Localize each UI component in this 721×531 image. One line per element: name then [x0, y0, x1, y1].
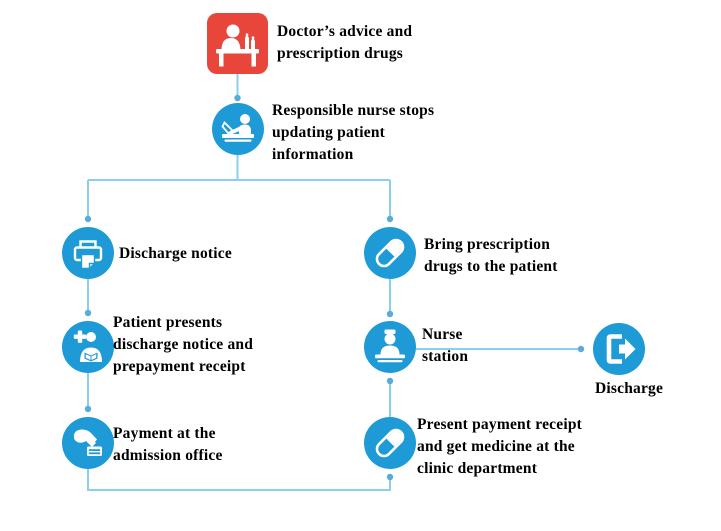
pill-icon: [375, 428, 405, 458]
pill-icon: [375, 238, 405, 268]
flow-node-bring-drugs-label: Bring prescription drugs to the patient: [424, 236, 558, 275]
printer-icon: [73, 240, 103, 270]
flow-node-payment-admission-label: Payment at the admission office: [113, 425, 223, 464]
flow-node-nurse-stops-updating: [212, 103, 264, 155]
flow-node-nurse-stops-updating-label: Responsible nurse stops updating patient…: [272, 102, 435, 163]
flow-node-nurse-station-label: Nurse station: [422, 326, 469, 365]
flow-node-discharge-label: Discharge: [595, 380, 664, 397]
flow-node-present-receipt: [364, 417, 416, 469]
patient-icon: [73, 330, 102, 362]
payment-hand-icon: [73, 429, 102, 456]
flow-node-present-receipt-label: Present payment receipt and get medicine…: [417, 416, 583, 477]
flow-node-doctor-advice-label: Doctor’s advice and prescription drugs: [277, 23, 413, 62]
nurse-station-icon: [375, 329, 405, 363]
exit-door-icon: [606, 334, 636, 364]
doctor-desk-icon: [216, 24, 259, 67]
flow-node-patient-presents: [62, 321, 114, 373]
flow-node-discharge-notice: [62, 227, 114, 279]
flow-node-discharge: [593, 323, 645, 375]
flow-node-discharge-notice-label: Discharge notice: [119, 245, 232, 262]
flow-node-bring-drugs: [364, 227, 416, 279]
nurse-computer-icon: [221, 114, 254, 142]
flow-node-doctor-advice: [207, 13, 268, 74]
flow-node-payment-admission: [62, 417, 114, 469]
flow-node-patient-presents-label: Patient presents discharge notice and pr…: [113, 314, 254, 375]
flow-node-nurse-station: [364, 321, 416, 373]
